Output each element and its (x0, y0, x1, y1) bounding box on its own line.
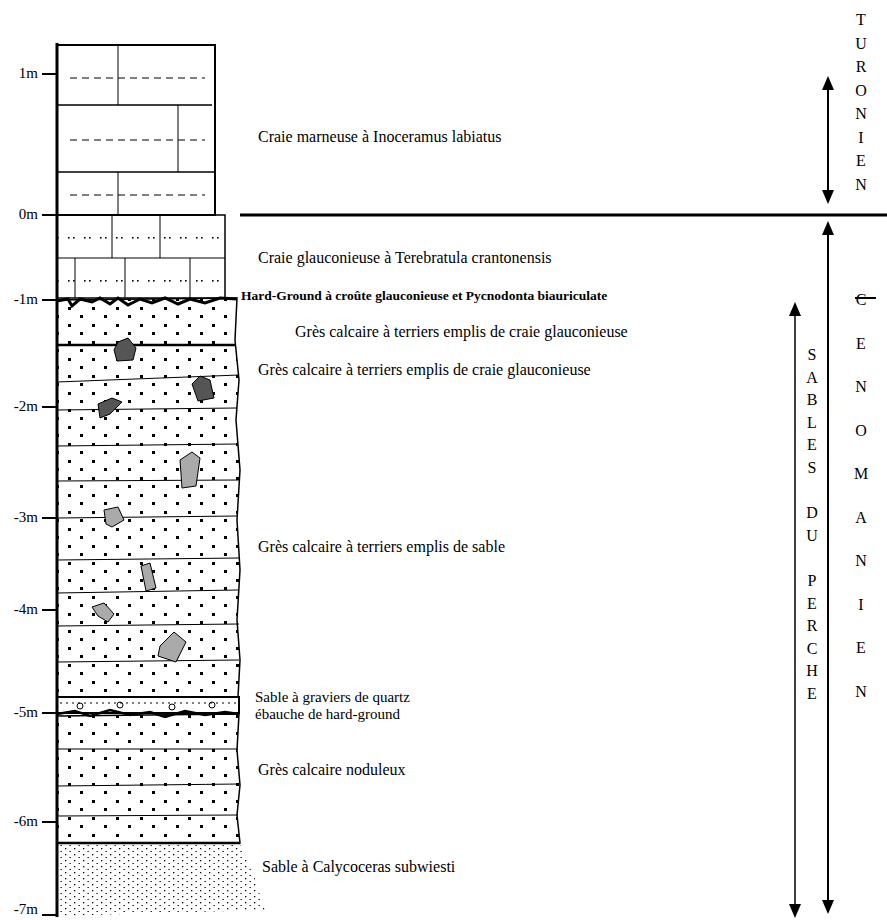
letter: S (803, 344, 821, 367)
letter: R (803, 615, 821, 638)
depth-mark: -1m (14, 291, 38, 308)
letter: E (803, 683, 821, 706)
letter: U (803, 525, 821, 548)
stage-name: TURONIEN (852, 8, 870, 196)
depth-mark: -7m (14, 901, 38, 918)
letter: P (803, 570, 821, 593)
letter: R (852, 55, 870, 79)
letter: N (852, 365, 870, 409)
letter: B (803, 389, 821, 412)
letter: A (852, 496, 870, 540)
letter: N (852, 670, 870, 714)
letter: O (852, 409, 870, 453)
layer-label: Grès calcaire à terriers emplis de craie… (295, 323, 628, 341)
letter: C (803, 638, 821, 661)
depth-mark: -4m (14, 601, 38, 618)
stage-name: CENOMANIEN (852, 278, 870, 713)
depth-mark: 0m (19, 206, 38, 223)
letter: D (803, 502, 821, 525)
letter: E (803, 434, 821, 457)
letter: S (803, 457, 821, 480)
depth-mark: -3m (14, 509, 38, 526)
layer-label: Grès calcaire noduleux (258, 761, 405, 779)
letter: N (852, 539, 870, 583)
letter: E (803, 593, 821, 616)
depth-mark: 1m (19, 65, 38, 82)
letter: T (852, 8, 870, 32)
letter: L (803, 412, 821, 435)
formation-name: SABLES DU PERCHE (803, 344, 821, 706)
depth-mark: -6m (14, 813, 38, 830)
letter: N (852, 173, 870, 197)
letter: N (852, 102, 870, 126)
layer-label: Sable à graviers de quartz ébauche de ha… (255, 689, 450, 722)
letter: A (803, 367, 821, 390)
letter: U (852, 32, 870, 56)
letter: C (852, 278, 870, 322)
letter: M (852, 452, 870, 496)
depth-mark: -5m (14, 704, 38, 721)
layer-label: Hard-Ground à croûte glauconieuse et Pyc… (241, 289, 607, 304)
letter: O (852, 79, 870, 103)
layer-label: Grès calcaire à terriers emplis de craie… (258, 361, 591, 379)
layer-label: Grès calcaire à terriers emplis de sable (258, 538, 505, 556)
layer-label: Craie marneuse à Inoceramus labiatus (258, 128, 501, 146)
depth-mark: -2m (14, 398, 38, 415)
letter (803, 480, 821, 503)
letter (803, 547, 821, 570)
letter: E (852, 149, 870, 173)
letter: H (803, 660, 821, 683)
letter: E (852, 626, 870, 670)
layer-label: Sable à Calycoceras subwiesti (262, 858, 455, 876)
layer-label: Craie glauconieuse à Terebratula cranton… (258, 249, 552, 267)
letter: I (852, 583, 870, 627)
letter: I (852, 126, 870, 150)
letter: E (852, 322, 870, 366)
